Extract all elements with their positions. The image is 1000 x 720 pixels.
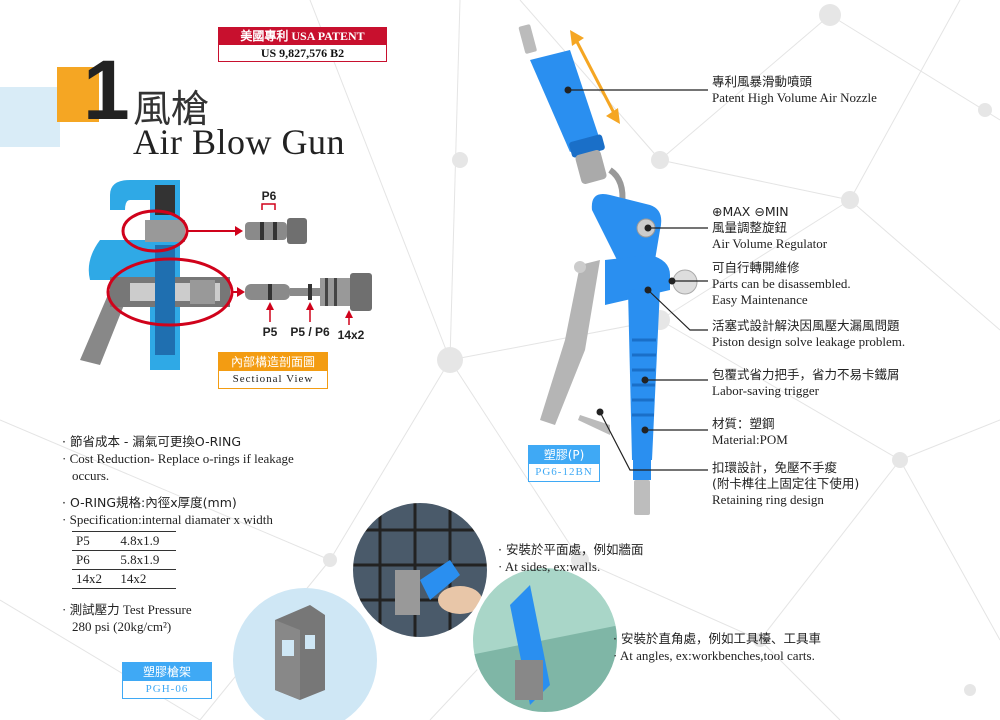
sectional-view-label-en: Sectional View [232,373,314,385]
table-row: P6 5.8x1.9 [72,550,176,570]
callout-material-zh: 材質：塑鋼 [712,416,775,431]
product-label: 塑膠(P) PG6-12BN [528,445,600,482]
callout-disassembly-en: Parts can be disassembled. [712,276,851,291]
callout-disassembly-en2: Easy Maintenance [712,292,808,307]
sectional-view-label: 內部構造剖面圖 Sectional View [218,352,328,389]
spec-name: P5 [72,531,117,551]
spec-name: 14x2 [72,569,117,589]
heading-stripe [0,87,60,147]
test-pressure: · 測試壓力 Test Pressure 280 psi (20kg/cm²) [62,602,192,634]
part-label-p6-top: P6 [262,189,277,203]
callout-regulator-en: Air Volume Regulator [712,236,828,251]
callout-piston-en: Piston design solve leakage problem. [712,334,906,349]
callout-disassembly-zh: 可自行轉開維修 [712,260,800,275]
callout-ring-zh: 扣環設計，免壓不手痠 [712,460,838,475]
holder-image [233,588,377,720]
callout-nozzle-zh: 專利風暴滑動噴頭 [712,74,813,89]
callout-trigger-en: Labor-saving trigger [712,383,819,398]
patent-label: 美國專利 USA PATENT [219,28,386,45]
title-zh: 風槍 [133,87,210,131]
callout-nozzle: 專利風暴滑動噴頭 Patent High Volume Air Nozzle [712,74,877,106]
callout-trigger-zh: 包覆式省力把手，省力不易卡鐵屑 [712,367,900,382]
callout-piston-zh: 活塞式設計解決因風壓大漏風問題 [712,318,900,333]
mount-angle-en: At angles, ex:workbenches,tool carts. [619,648,815,663]
mount-angle-zh: 安裝於直角處，例如工具檯、工具車 [620,631,821,646]
product-label-zh: 塑膠(P) [529,446,599,464]
callout-nozzle-en: Patent High Volume Air Nozzle [712,90,877,105]
oring-spec-table: P5 4.8x1.9 P6 5.8x1.9 14x2 14x2 [72,531,176,589]
spec-name: P6 [72,550,117,570]
callout-ring: 扣環設計，免壓不手痠 (附卡榫往上固定往下使用) Retaining ring … [712,460,859,508]
spec-value: 14x2 [116,569,176,589]
mount-flat-zh: 安裝於平面處，例如牆面 [505,542,644,557]
part-label-14x2: 14x2 [338,328,365,342]
pressure-zh: 測試壓力 [69,602,120,617]
part-label-p5-p6: P5 / P6 [290,325,330,339]
callout-piston: 活塞式設計解決因風壓大漏風問題 Piston design solve leak… [712,318,905,350]
table-row: P5 4.8x1.9 [72,531,176,551]
feature-spec-en: · Specification:internal diamater x widt… [62,512,273,527]
patent-number: US 9,827,576 B2 [260,46,345,60]
callout-ring-en: Retaining ring design [712,492,824,507]
heading-number-block [57,67,99,122]
features-list: · 節省成本 - 漏氣可更換O-RING · Cost Reduction- R… [62,433,362,528]
sectional-view-label-zh: 內部構造剖面圖 [219,353,327,371]
air-blow-gun-image [518,24,698,515]
pressure-value: 280 psi (20kg/cm²) [72,619,172,634]
mount-flat-text: · 安裝於平面處，例如牆面 · At sides, ex:walls. [498,542,644,574]
callout-disassembly: 可自行轉開維修 Parts can be disassembled. Easy … [712,260,851,308]
title-en: Air Blow Gun [133,122,345,162]
feature-cost-en: · Cost Reduction- Replace o-rings if lea… [62,451,294,466]
feature-spec-zh: · O-RING規格:內徑x厚度(mm) [62,495,237,510]
part-label-p5: P5 [263,325,278,339]
callout-regulator-maxmin: ⊕MAX ⊖MIN [712,204,789,219]
sectional-diagram: P6 P5 P5 / P6 14x2 [80,180,372,370]
spec-value: 4.8x1.9 [116,531,176,551]
feature-cost-zh: · 節省成本 - 漏氣可更換O-RING [62,434,242,449]
angle-mount-photo [471,566,619,714]
product-label-code: PG6-12BN [535,466,593,478]
table-row: 14x2 14x2 [72,569,176,589]
mount-flat-en: At sides, ex:walls. [504,559,601,574]
patent-box: 美國專利 USA PATENT US 9,827,576 B2 [218,27,387,62]
feature-cost-en2: occurs. [72,468,110,483]
spec-value: 5.8x1.9 [116,550,176,570]
callout-trigger: 包覆式省力把手，省力不易卡鐵屑 Labor-saving trigger [712,367,900,399]
holder-label-code: PGH-06 [145,683,189,695]
callout-regulator: ⊕MAX ⊖MIN 風量調整旋鈕 Air Volume Regulator [712,204,827,252]
callout-regulator-zh: 風量調整旋鈕 [712,220,788,235]
callout-material: 材質：塑鋼 Material:POM [712,416,788,448]
holder-label-zh: 塑膠槍架 [123,663,211,681]
wall-mount-photo [351,501,489,639]
mount-angle-text: · 安裝於直角處，例如工具檯、工具車 · At angles, ex:workb… [613,631,821,663]
holder-label: 塑膠槍架 PGH-06 [122,662,212,699]
pressure-en: Test Pressure [122,602,192,617]
callout-material-en: Material:POM [712,432,788,447]
heading-number: 1 [83,43,130,137]
callout-ring-zh2: (附卡榫往上固定往下使用) [712,476,860,491]
